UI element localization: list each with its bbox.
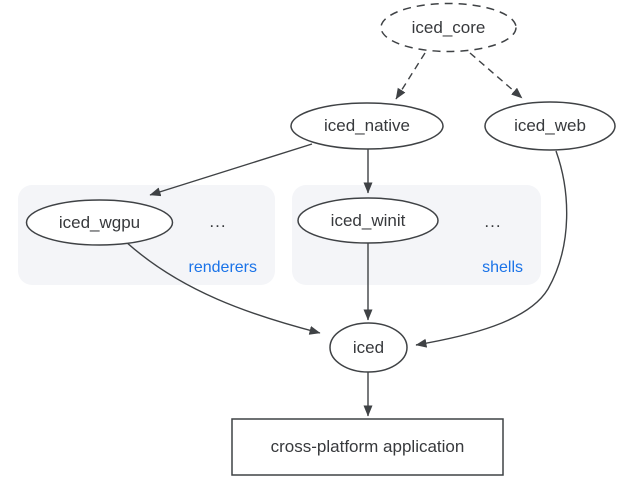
node-iced-shape [329,322,408,373]
group-shells-label: shells [482,259,523,276]
group-renderers-ellipsis: ... [209,212,227,231]
node-application-label: cross-platform application [270,437,465,456]
edge-iced-core-to-iced-native [395,52,426,100]
node-iced-winit-label: iced_winit [330,210,406,230]
edge-iced-web-to-iced [415,150,568,348]
node-iced-core-label: iced_core [411,18,486,37]
group-renderers-label: renderers [188,259,257,276]
node-iced-wgpu-shape [25,199,174,246]
node-application-shape [231,418,504,476]
group-shells-ellipsis: ... [484,212,502,231]
node-iced-wgpu-label: iced_wgpu [58,212,141,232]
node-iced-native-label: iced_native [323,116,410,135]
edge-iced-core-to-iced-web [469,52,523,99]
edge-iced-native-to-iced-wgpu [149,143,313,197]
edge-iced-wgpu-to-iced [124,240,321,335]
node-iced-native-shape [290,102,444,150]
node-iced-web-label: iced_web [514,116,586,135]
node-iced-web-shape [484,101,616,151]
node-iced-core-shape [380,2,517,53]
node-iced-winit-shape [297,197,439,244]
node-iced-label: iced [352,337,385,357]
